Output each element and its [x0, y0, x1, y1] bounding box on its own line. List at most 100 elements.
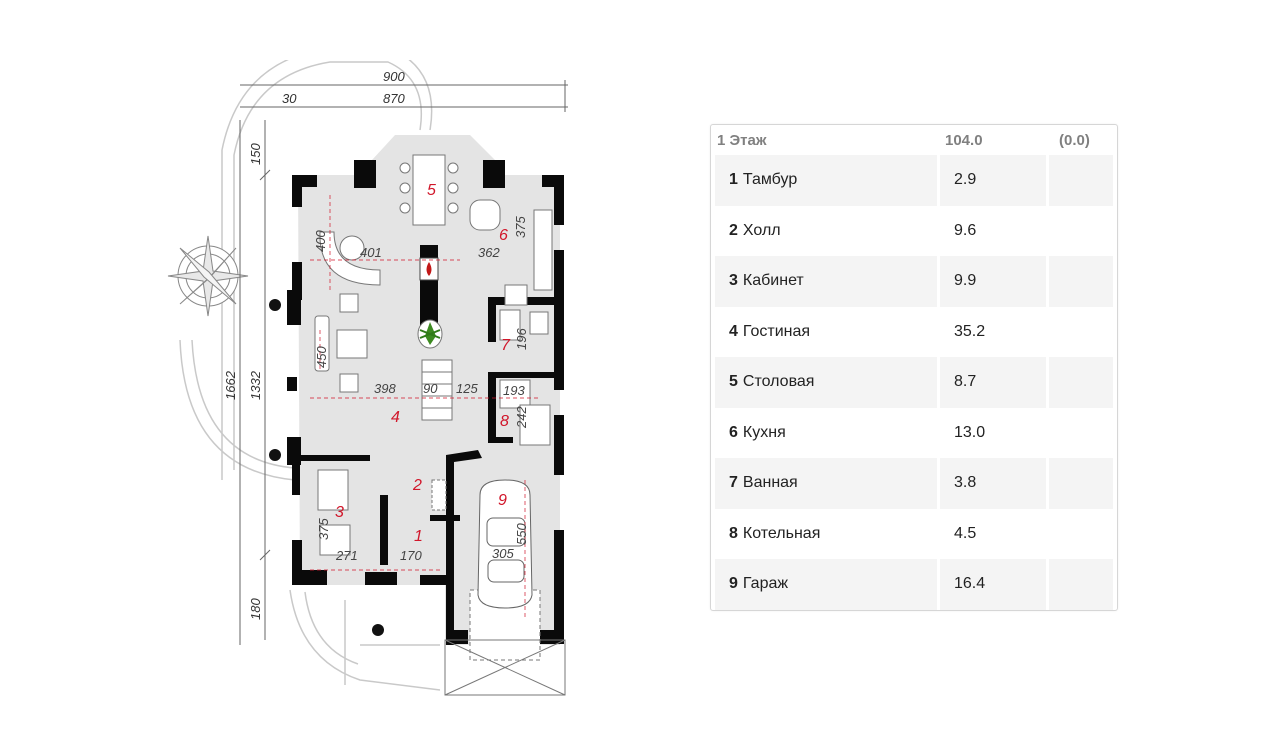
compass-rose-icon — [167, 235, 249, 317]
room-extra — [1049, 408, 1113, 459]
room-name: Столовая — [742, 373, 815, 391]
room-number-6: 6 — [499, 227, 508, 244]
floor-total-area: 104.0 — [945, 131, 983, 149]
room-number: 5 — [729, 373, 738, 391]
table-header: 1 Этаж 104.0 (0.0) — [711, 125, 1117, 155]
room-number-8: 8 — [500, 413, 509, 430]
dim-top-left: 30 — [282, 91, 297, 106]
room-name: Тамбур — [742, 171, 798, 189]
car-icon — [477, 479, 533, 609]
room-extra — [1049, 509, 1113, 560]
room-area: 2.9 — [940, 155, 1046, 206]
sofa-curved — [319, 231, 381, 286]
coffee-table — [336, 329, 368, 359]
dim-305: 305 — [492, 546, 514, 561]
dim-450: 450 — [314, 346, 329, 368]
room-number: 6 — [729, 423, 738, 441]
fireplace-icon — [419, 257, 439, 281]
room-number: 4 — [729, 322, 738, 340]
room-extra — [1049, 206, 1113, 257]
dim-top-total: 900 — [383, 69, 405, 84]
dim-242: 242 — [514, 406, 529, 429]
dim-550: 550 — [514, 523, 529, 545]
room-number: 2 — [729, 221, 738, 239]
room-number: 3 — [729, 272, 738, 290]
floor-extra-area: (0.0) — [1059, 131, 1090, 149]
dim-193: 193 — [503, 383, 525, 398]
room-name: Гостиная — [742, 322, 811, 340]
room-area: 9.9 — [940, 256, 1046, 307]
room-name: Котельная — [742, 524, 821, 542]
room-number: 8 — [729, 524, 738, 542]
dim-90: 90 — [423, 381, 438, 396]
room-dimension-lines — [310, 195, 540, 620]
room-area: 9.6 — [954, 221, 977, 239]
room-extra — [1049, 357, 1113, 408]
room-area: 3.8 — [940, 458, 1046, 509]
room-name: Холл — [742, 221, 781, 239]
dim-362: 362 — [478, 245, 500, 260]
room-number-7: 7 — [501, 337, 511, 354]
dimension-lines — [239, 80, 568, 645]
dim-left-bottom: 180 — [248, 598, 263, 620]
room-extra — [1049, 559, 1113, 610]
room-name: Кабинет — [742, 272, 804, 290]
dim-196: 196 — [514, 328, 529, 350]
room-number-9: 9 — [498, 492, 507, 509]
room-number: 1 — [729, 171, 738, 189]
dim-400: 400 — [313, 230, 328, 252]
room-number-2: 2 — [412, 477, 422, 494]
dim-398: 398 — [374, 381, 396, 396]
room-name: Гараж — [742, 575, 789, 593]
room-area: 35.2 — [954, 322, 986, 340]
room-number-1: 1 — [414, 528, 423, 545]
stairs — [421, 359, 453, 421]
plant-icon — [417, 319, 443, 349]
exterior-lamps — [269, 299, 384, 636]
room-area: 13.0 — [954, 423, 986, 441]
dim-375-office: 375 — [316, 518, 331, 540]
room-number-5: 5 — [427, 182, 436, 199]
dim-375-kitchen: 375 — [513, 216, 528, 238]
floor-label: 1 Этаж — [717, 131, 767, 149]
dim-left-total: 1662 — [223, 370, 238, 400]
floor-plan: 900 870 30 150 1662 1332 180 400 401 362… — [167, 60, 568, 696]
room-area: 16.4 — [940, 559, 1046, 610]
room-name: Кухня — [742, 423, 786, 441]
dim-271: 271 — [335, 548, 358, 563]
dim-125: 125 — [456, 381, 478, 396]
terrace-outline — [179, 60, 441, 691]
room-number-3: 3 — [335, 504, 344, 521]
room-extra — [1049, 307, 1113, 358]
room-area: 4.5 — [954, 524, 977, 542]
dining-table — [412, 154, 446, 226]
dim-170: 170 — [400, 548, 422, 563]
sofa — [314, 315, 330, 372]
room-number: 7 — [729, 474, 738, 492]
dim-top-inner: 870 — [383, 91, 405, 106]
dim-left-top: 150 — [248, 143, 263, 165]
dim-left-inner: 1332 — [248, 370, 263, 400]
room-extra — [1049, 256, 1113, 307]
room-name: Ванная — [742, 474, 798, 492]
